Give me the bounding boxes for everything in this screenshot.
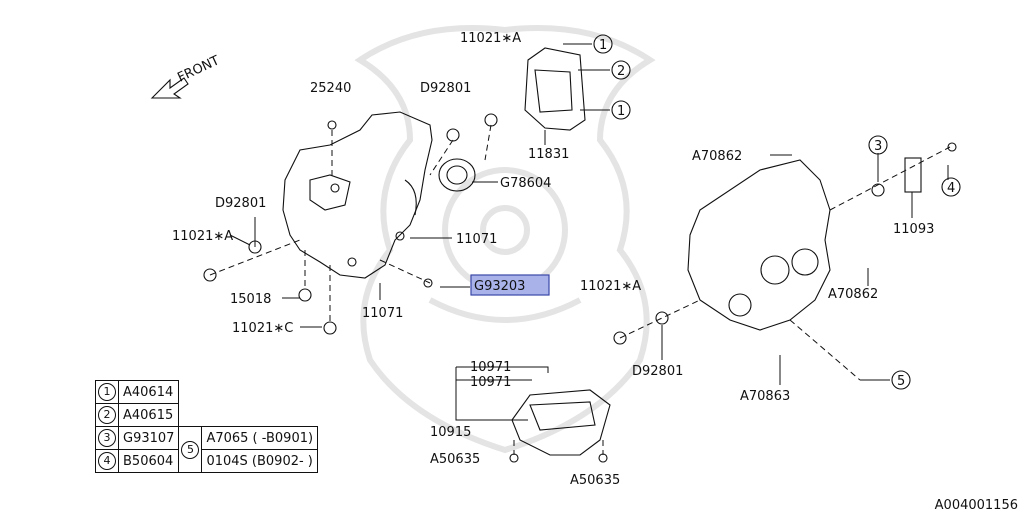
label-10971-b[interactable]: 10971 — [470, 375, 511, 390]
legend-part[interactable]: A40614 — [117, 380, 180, 404]
legend-part[interactable]: A7065 ( -B0901) — [201, 426, 319, 450]
legend-table: 1 A40614 2 A40615 3 G93107 5 A7065 ( -B0… — [95, 380, 319, 473]
label-11071-right[interactable]: 11071 — [456, 232, 497, 247]
plate-11831 — [524, 47, 586, 131]
timing-cover-right — [687, 159, 831, 331]
label-a70862-right[interactable]: A70862 — [828, 287, 878, 302]
svg-text:3: 3 — [874, 139, 882, 154]
svg-text:2: 2 — [617, 64, 625, 79]
label-a70862-top[interactable]: A70862 — [692, 149, 742, 164]
label-11021a-top[interactable]: 11021∗A — [460, 31, 521, 46]
ref-mark-3: 3 — [868, 135, 888, 155]
label-d92801-top[interactable]: D92801 — [420, 81, 471, 96]
label-11071-bottom[interactable]: 11071 — [362, 306, 403, 321]
highlight-box — [470, 274, 550, 296]
assembly-lines — [209, 124, 951, 455]
label-a50635-left[interactable]: A50635 — [430, 452, 480, 467]
label-g78604[interactable]: G78604 — [500, 176, 551, 191]
label-a50635-right[interactable]: A50635 — [570, 473, 620, 488]
front-arrow-icon — [150, 77, 189, 99]
legend-part[interactable]: B50604 — [117, 449, 180, 473]
bracket-10915 — [511, 389, 611, 456]
legend-row: 3 G93107 5 A7065 ( -B0901) — [95, 426, 319, 473]
legend-row: 1 A40614 — [95, 380, 318, 404]
leader-lines — [229, 43, 949, 421]
svg-text:1: 1 — [617, 104, 625, 119]
svg-text:1: 1 — [599, 38, 607, 53]
ref-mark-1-bottom: 1 — [611, 100, 631, 120]
oil-seal — [438, 158, 476, 192]
label-d92801-right[interactable]: D92801 — [632, 364, 683, 379]
timing-cover-left — [282, 111, 433, 279]
legend-part[interactable]: 0104S (B0902- ) — [201, 449, 319, 473]
ref-mark-2: 2 — [611, 60, 631, 80]
legend-row: 2 A40615 — [95, 403, 318, 427]
diagram-code: A004001156 — [934, 498, 1018, 513]
label-d92801-left[interactable]: D92801 — [215, 196, 266, 211]
label-11021a-right[interactable]: 11021∗A — [580, 279, 641, 294]
ref-mark-5: 5 — [891, 370, 911, 390]
label-15018[interactable]: 15018 — [230, 292, 271, 307]
front-label: FRONT — [175, 53, 222, 85]
label-25240[interactable]: 25240 — [310, 81, 351, 96]
label-11093[interactable]: 11093 — [893, 222, 934, 237]
label-11021a-left[interactable]: 11021∗A — [172, 229, 233, 244]
label-g93203[interactable]: G93203 — [474, 279, 525, 294]
label-11831[interactable]: 11831 — [528, 147, 569, 162]
legend-part[interactable]: G93107 — [117, 426, 180, 450]
svg-text:5: 5 — [897, 374, 905, 389]
label-11021c[interactable]: 11021∗C — [232, 321, 293, 336]
label-a70863[interactable]: A70863 — [740, 389, 790, 404]
ref-mark-1-top: 1 — [593, 34, 613, 54]
legend-part[interactable]: A40615 — [117, 403, 180, 427]
legend-row: 4 B50604 0104S (B0902- ) — [95, 449, 319, 473]
label-10971-a[interactable]: 10971 — [470, 360, 511, 375]
svg-text:4: 4 — [947, 181, 955, 196]
label-10915[interactable]: 10915 — [430, 425, 471, 440]
ref-mark-4: 4 — [941, 177, 961, 197]
